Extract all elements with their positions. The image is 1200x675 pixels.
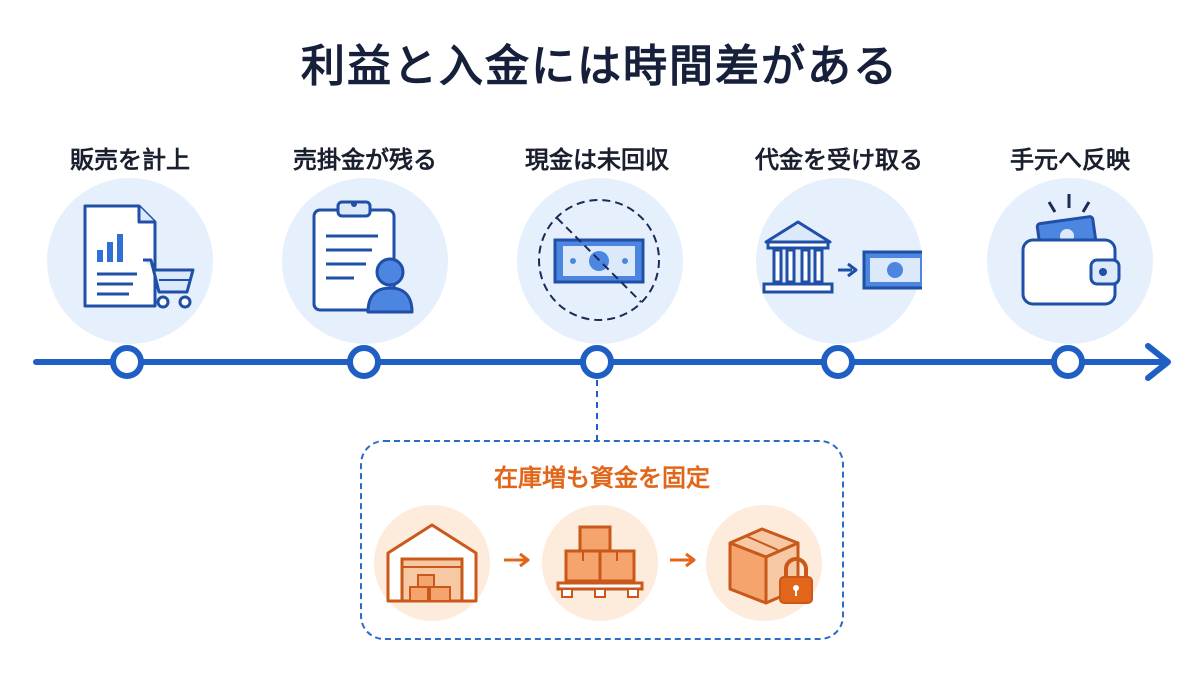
- timeline-node-sales: [110, 345, 144, 379]
- inventory-arrow-1: [504, 552, 530, 568]
- banknote-crossed-icon: [538, 199, 660, 321]
- step-icon-circle-receive-payment: [756, 178, 922, 344]
- step-label-uncollected: 現金は未回収: [525, 146, 669, 174]
- step-label-sales: 販売を計上: [70, 146, 190, 174]
- sales-report-cart-icon: [83, 204, 195, 309]
- step-label-receivable: 売掛金が残る: [293, 146, 437, 174]
- step-icon-circle-sales: [47, 178, 213, 344]
- timeline-node-uncollected: [580, 345, 614, 379]
- inventory-circle-boxes: [542, 505, 658, 621]
- inventory-circle-warehouse: [374, 505, 490, 621]
- locked-box-icon: [728, 527, 813, 605]
- wallet-cash-icon: [1021, 194, 1121, 306]
- warehouse-icon: [386, 523, 478, 603]
- step-label-receive-payment: 代金を受け取る: [755, 146, 923, 174]
- step-icon-circle-receivable: [282, 178, 448, 344]
- step-label-reflect: 手元へ反映: [1010, 146, 1130, 174]
- inventory-callout-box: [360, 440, 844, 640]
- timeline-node-receivable: [347, 345, 381, 379]
- bank-to-banknote-icon: [762, 220, 922, 294]
- stacked-boxes-icon: [556, 525, 644, 598]
- clipboard-person-icon: [312, 200, 414, 314]
- inventory-title: 在庫増も資金を固定: [494, 464, 710, 492]
- inventory-circle-locked: [706, 505, 822, 621]
- timeline-arrowhead: [1145, 343, 1171, 381]
- timeline-node-reflect: [1051, 345, 1085, 379]
- step-icon-circle-uncollected: [517, 178, 683, 344]
- timeline-node-receive-payment: [821, 345, 855, 379]
- page-title: 利益と入金には時間差がある: [301, 41, 899, 92]
- inventory-arrow-2: [670, 552, 696, 568]
- step-icon-circle-reflect: [987, 178, 1153, 344]
